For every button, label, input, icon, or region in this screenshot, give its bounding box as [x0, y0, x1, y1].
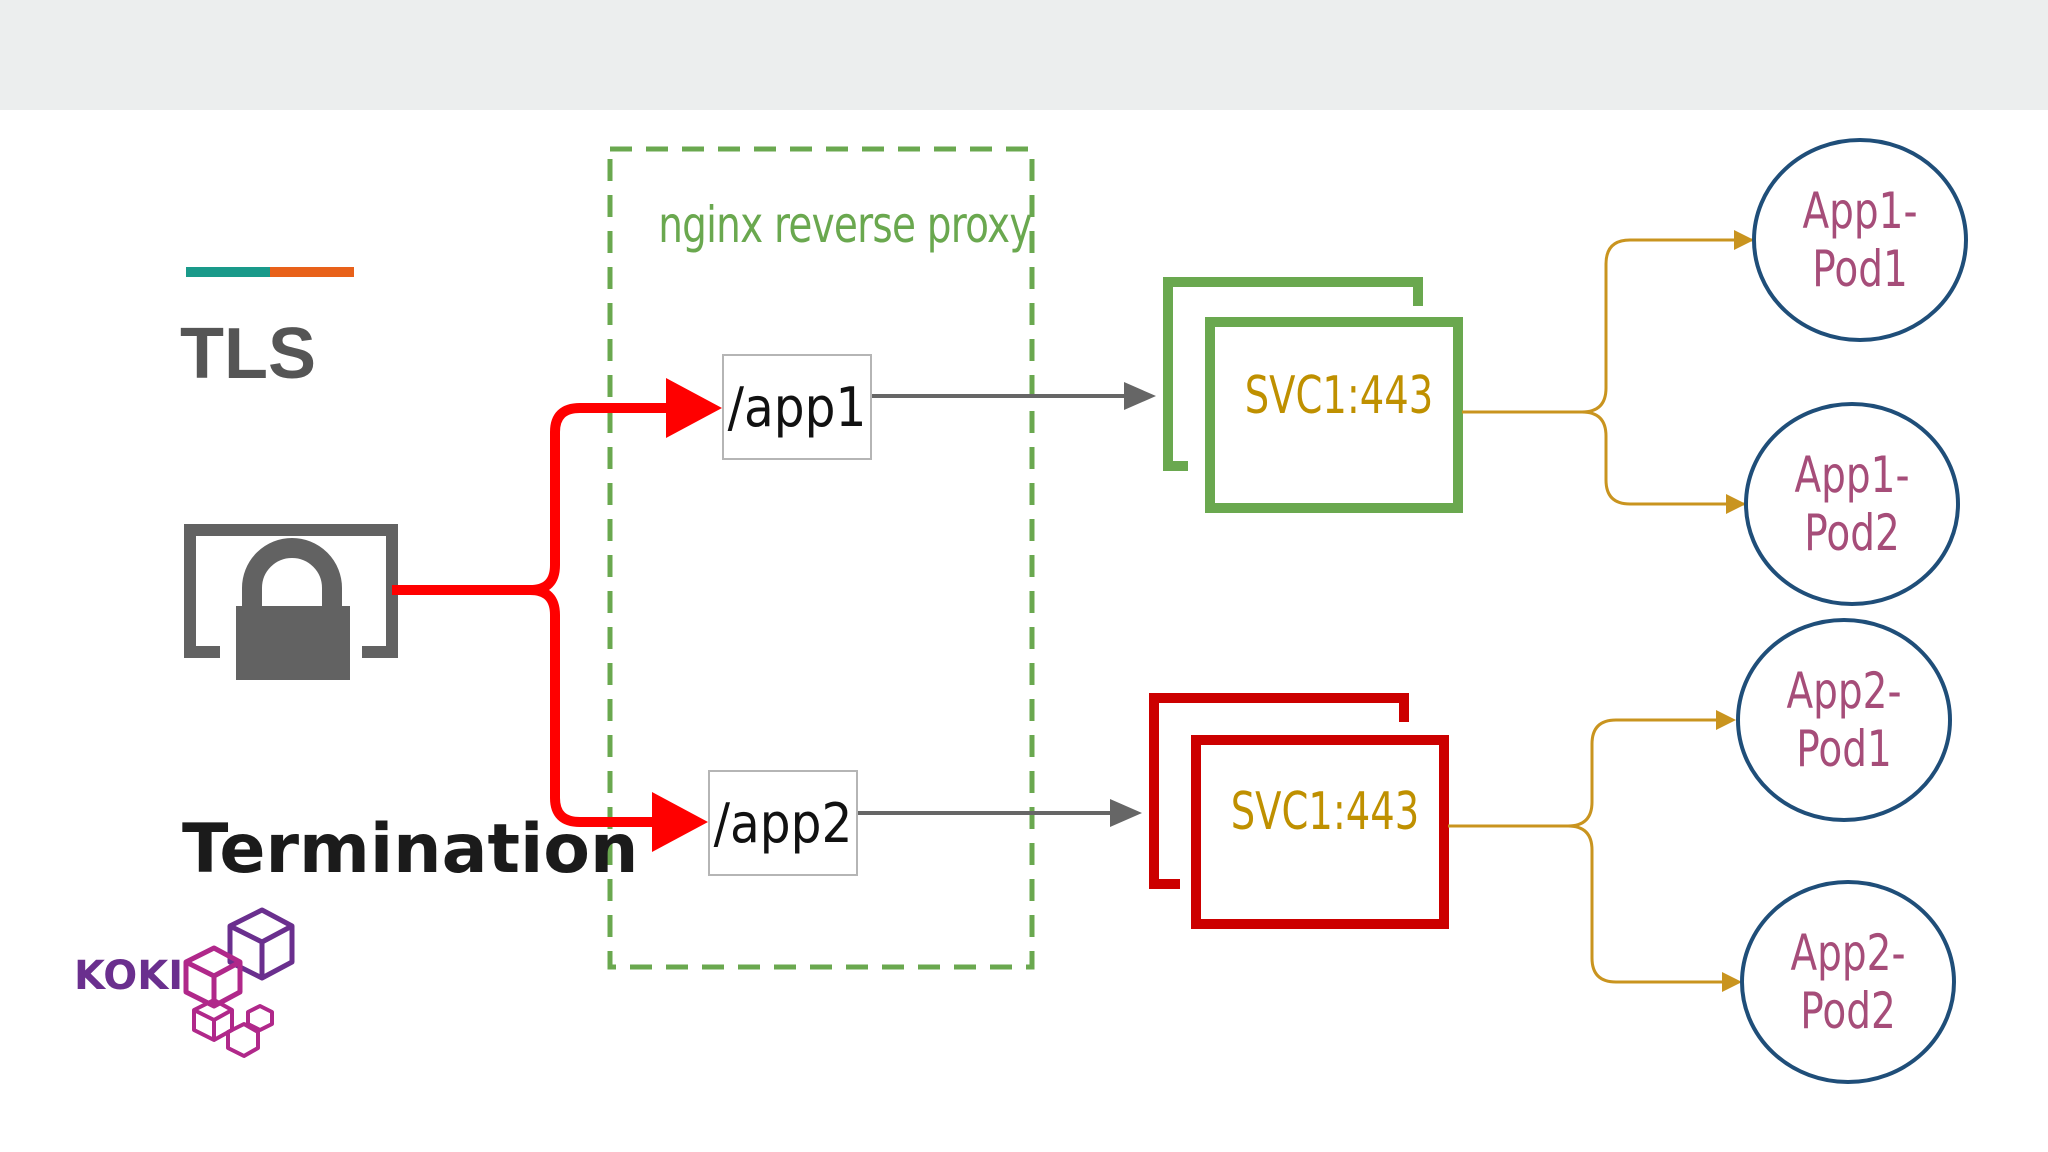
- accent-bar: [186, 267, 354, 277]
- proxy-container: [607, 146, 1035, 970]
- route-label-app2: /app2: [713, 791, 853, 855]
- accent-bar-teal: [186, 267, 270, 277]
- pod-circle-app2-pod2: [1740, 880, 1956, 1084]
- svc1-pod-links: [1462, 238, 1752, 506]
- pod-label-app2-pod1: App2- Pod1: [1786, 662, 1902, 778]
- pod-circle-app1-pod1: [1752, 138, 1968, 342]
- cubes-logo-icon: [183, 907, 295, 1058]
- route-label-app1: /app1: [727, 375, 867, 439]
- pod-label-app1-pod2: App1- Pod2: [1794, 446, 1910, 562]
- service-2-label: SVC1:443: [1230, 782, 1420, 842]
- service-2-box: [1149, 693, 1449, 929]
- slide-title-tls: TLS: [180, 314, 316, 394]
- arrowhead-app1-pod2: [1726, 494, 1746, 514]
- logo-wordmark: KOKI: [74, 953, 184, 999]
- pod-label-app2-pod2: App2- Pod2: [1790, 924, 1906, 1040]
- arrowhead-app2-pod2: [1722, 972, 1742, 992]
- tls-branch-arrows: [392, 378, 722, 852]
- accent-bar-orange: [270, 267, 354, 277]
- pod-circle-app2-pod1: [1736, 618, 1952, 822]
- arrowhead-app1: [666, 378, 722, 438]
- arrowhead-app1-pod1: [1734, 230, 1754, 250]
- route-box-app1: /app1: [722, 354, 872, 460]
- pod-circle-app1-pod2: [1744, 402, 1960, 606]
- arrowhead-app2-pod1: [1716, 710, 1736, 730]
- arrowhead-svc2: [1110, 799, 1142, 827]
- top-banner: [0, 0, 2048, 110]
- arrowhead-app2: [652, 792, 708, 852]
- service-1-box: [1163, 277, 1463, 513]
- svc2-pod-links: [1448, 718, 1738, 984]
- service-1-label: SVC1:443: [1244, 366, 1434, 426]
- pod-label-app1-pod1: App1- Pod1: [1802, 182, 1918, 298]
- slide-title-termination: Termination: [182, 810, 639, 889]
- proxy-label: nginx reverse proxy: [658, 196, 1032, 254]
- route-box-app2: /app2: [708, 770, 858, 876]
- arrowhead-svc1: [1124, 382, 1156, 410]
- lock-icon: [184, 524, 398, 680]
